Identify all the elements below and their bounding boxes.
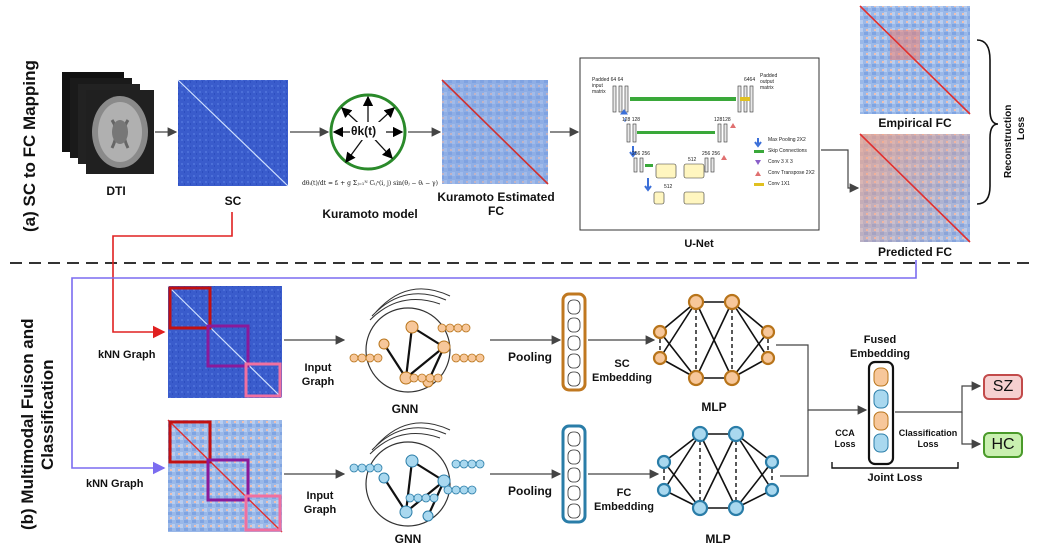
- legend-conv3x3: Conv 3 X 3: [768, 159, 793, 165]
- legend-conv-transpose: Conv Transpose 2X2: [768, 170, 815, 176]
- section-a-title: (a) SC to FC Mapping: [20, 60, 39, 232]
- unet-padded-input-1: Padded 64 64: [592, 77, 624, 83]
- classification-loss-label-1: Classification: [898, 428, 958, 438]
- sc-embedding-vector: [561, 292, 587, 392]
- unet-l2-left: 128 128: [622, 117, 641, 123]
- unet-l3-right: 256 256: [702, 151, 721, 157]
- section-b-title-2: Classification: [38, 359, 57, 470]
- output-sz: SZ: [983, 374, 1023, 400]
- input-graph-bottom-1: Input: [306, 490, 334, 502]
- unet-legend: [754, 138, 764, 186]
- dti-image-stack: [62, 72, 154, 174]
- input-graph-bottom-2: Graph: [303, 504, 337, 516]
- reconstruction-loss-2: Loss: [1016, 116, 1027, 140]
- fc-embedding-label-2: Embedding: [594, 501, 654, 513]
- unet-padded-output-4: matrix: [760, 85, 774, 91]
- pooling-top-label: Pooling: [508, 350, 552, 364]
- input-graph-top-2: Graph: [301, 376, 335, 388]
- mlp-top-label: MLP: [701, 400, 727, 414]
- knn-red-arrow: [112, 212, 233, 339]
- empirical-fc-matrix: [859, 5, 971, 115]
- knn-blue-arrow: [71, 260, 917, 475]
- fused-embedding-label-1: Fused: [863, 334, 897, 346]
- legend-skip-connections: Skip Connections: [768, 148, 807, 154]
- kuramoto-fc-label-1: Kuramoto Estimated: [437, 190, 555, 204]
- fused-embedding-vector: [867, 360, 895, 466]
- unet-l3-left: 256 256: [632, 151, 651, 157]
- unet-padded-input-3: matrix: [592, 89, 606, 95]
- joint-loss-label: Joint Loss: [867, 472, 923, 484]
- arrow-fc-fused: [780, 410, 809, 477]
- fc-embedding-label-1: FC: [616, 487, 632, 499]
- sc-matrix: [177, 79, 289, 187]
- gnn-bottom-feature-bars: [349, 459, 485, 503]
- sc-embedding-label-2: Embedding: [592, 372, 652, 384]
- knn-graph-bottom-label: kNN Graph: [86, 478, 144, 490]
- reconstruction-loss-1: Reconstruction: [1003, 104, 1014, 178]
- unet-l4-a: 512: [688, 157, 697, 163]
- gnn-bottom: [365, 422, 451, 527]
- fused-embedding-label-2: Embedding: [850, 348, 910, 360]
- section-b-title-1: (b) Multimodal Fuison and: [18, 318, 37, 530]
- arrow-sc-fused: [776, 344, 868, 415]
- gnn-top-label: GNN: [391, 402, 419, 416]
- predicted-fc-label: Predicted FC: [877, 245, 953, 259]
- gnn-bottom-label: GNN: [394, 532, 422, 546]
- arrow-fused-hc: [961, 412, 982, 449]
- pooling-bottom-label: Pooling: [508, 484, 552, 498]
- unet-l2-right: 128128: [714, 117, 731, 123]
- predicted-fc-matrix: [859, 133, 971, 243]
- kuramoto-fc-label-2: FC: [488, 204, 504, 218]
- empirical-fc-label: Empirical FC: [878, 116, 952, 130]
- unet-padded-input-2: input: [592, 83, 603, 89]
- fc-embedding-vector: [561, 424, 587, 524]
- output-hc: HC: [983, 432, 1023, 458]
- kuramoto-label: Kuramoto model: [322, 207, 418, 221]
- theta-label: θk(t): [351, 124, 377, 138]
- kuramoto-fc-matrix: [441, 79, 549, 185]
- unet-padded-output-1: 6464: [744, 77, 756, 83]
- unet-label: U-Net: [684, 238, 714, 250]
- input-graph-top-1: Input: [304, 362, 332, 374]
- unet-box: [579, 57, 820, 231]
- classification-loss-label-2: Loss: [917, 439, 939, 449]
- arrow-unet-predicted: [821, 149, 860, 193]
- fc-knn-matrix: [167, 419, 283, 533]
- cca-loss-label-1: CCA: [835, 428, 855, 438]
- knn-graph-top-label: kNN Graph: [98, 349, 156, 361]
- gnn-top-feature-bars: [349, 323, 485, 383]
- joint-loss-bracket: [831, 462, 959, 469]
- unet-padded-output-3: output: [760, 79, 774, 85]
- legend-max-pooling: Max Pooling 2X2: [768, 137, 806, 143]
- mlp-bottom-label: MLP: [705, 532, 731, 546]
- mlp-bottom: [656, 425, 780, 517]
- kuramoto-equation: dθᵢ(t)/dt = fᵢ + g Σⱼ₌₁ᴺ Cᵢⱼˢ(i, j) sin(…: [302, 180, 438, 187]
- cca-loss-label-2: Loss: [834, 439, 856, 449]
- arrow-fused-sz: [895, 381, 982, 413]
- sc-label: SC: [224, 194, 242, 208]
- sc-embedding-label-1: SC: [614, 358, 630, 370]
- mlp-top: [652, 293, 776, 387]
- legend-conv1x1: Conv 1X1: [768, 181, 790, 187]
- unet-padded-output-2: Padded: [760, 73, 778, 79]
- unet-l4-b: 512: [664, 184, 673, 190]
- kuramoto-circle: [329, 93, 407, 171]
- sc-knn-matrix: [167, 285, 283, 399]
- reconstruction-brace: [976, 39, 999, 205]
- dti-label: DTI: [106, 184, 126, 198]
